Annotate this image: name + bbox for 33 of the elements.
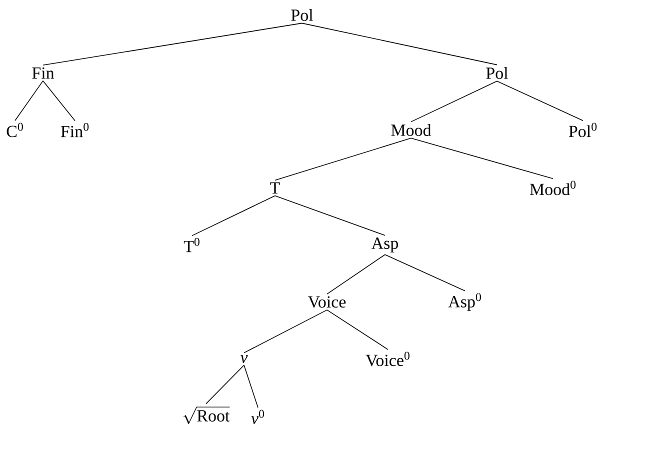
tree-label: $\sqrt{\textsc{Root}}$: [184, 406, 230, 424]
tree-branch: [326, 254, 386, 294]
tree-label: v$^{0}$: [251, 410, 264, 424]
tree-label: Fin: [32, 67, 54, 79]
tree-label: Pol: [291, 9, 313, 21]
tree-branch: [42, 80, 76, 122]
tree-label: T$^{0}$: [184, 238, 200, 252]
tree-label: T: [270, 182, 280, 194]
tree-label: Asp: [371, 238, 398, 252]
tree-label: v: [240, 355, 248, 363]
tree-branch: [274, 138, 412, 181]
tree-branch: [244, 310, 328, 354]
tree-label: Fin$^{0}$: [60, 122, 89, 138]
tree-label: Pol$^{0}$: [568, 122, 597, 138]
tree-branch: [192, 195, 276, 236]
tree-branch: [302, 22, 498, 66]
tree-label: Asp$^{0}$: [448, 293, 481, 311]
tree-label: Voice: [308, 296, 346, 308]
tree-branch: [384, 254, 466, 292]
tree-label: Mood$^{0}$: [530, 180, 576, 196]
tree-label: Pol: [486, 67, 508, 79]
tree-label: C$^{0}$: [6, 122, 23, 138]
tree-label: Voice$^{0}$: [366, 352, 410, 366]
tree-branch: [206, 364, 244, 404]
tree-branch: [274, 195, 386, 236]
tree-branch: [410, 138, 554, 180]
tree-branch: [42, 22, 302, 66]
tree-label: Mood: [391, 124, 432, 136]
tree-branch: [496, 80, 584, 121]
tree-branch: [14, 80, 44, 121]
tree-branch: [326, 310, 388, 350]
tree-branch: [244, 364, 258, 408]
tree-branch: [410, 80, 498, 122]
